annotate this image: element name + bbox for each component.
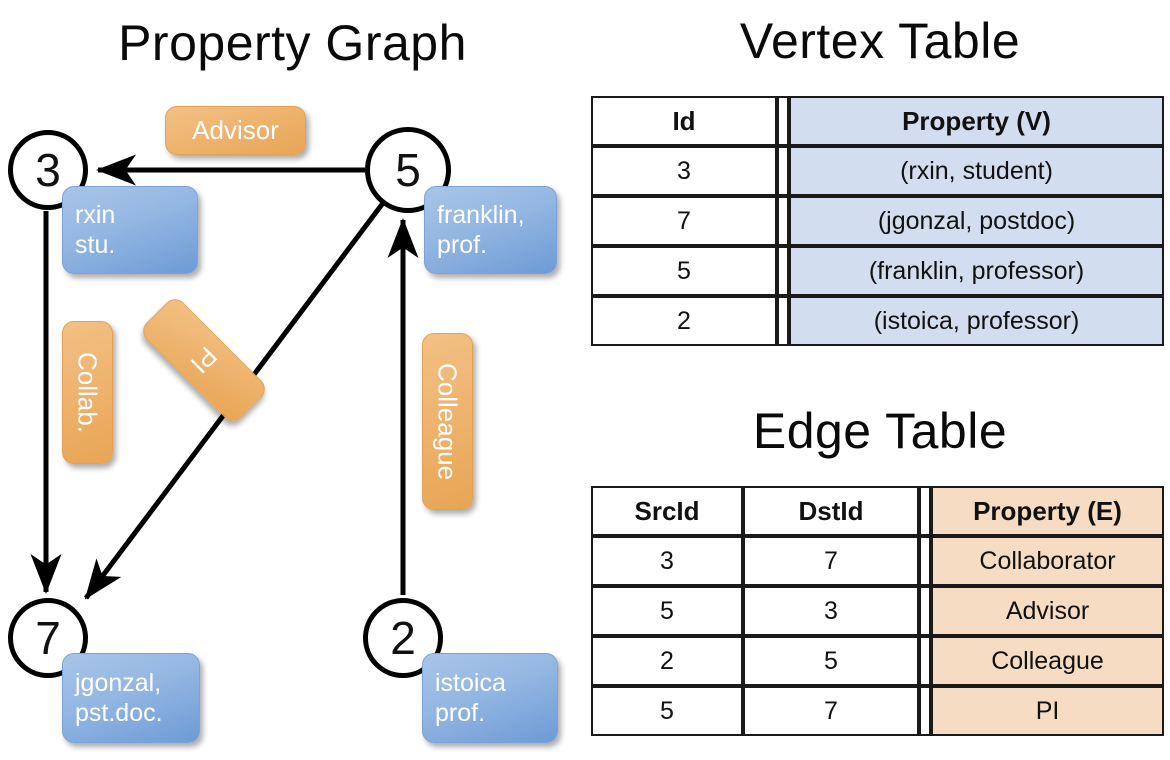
vertex-7-prop-line1: jgonzal, <box>75 668 162 697</box>
vertex-row-0-property: (rxin, student) <box>789 146 1164 196</box>
edge-label-colleague-text: Colleague <box>432 362 463 481</box>
edge-row-3-property: PI <box>931 686 1164 736</box>
vertex-property-box-3: rxin stu. <box>62 186 198 274</box>
graph-node-5-label: 5 <box>395 144 421 196</box>
graph-node-7-label: 7 <box>35 612 61 664</box>
table-row: 3 (rxin, student) <box>591 146 1164 196</box>
property-graph-diagram: 3 5 7 2 rxin stu. franklin, prof. jgonza… <box>8 106 558 743</box>
edge-table-col-dstid: DstId <box>743 486 919 536</box>
edge-row-1-gap <box>919 586 931 636</box>
edge-label-pi-text: PI <box>184 340 224 380</box>
vertex-7-prop-line2: pst.doc. <box>75 699 163 727</box>
vertex-row-3-id: 2 <box>591 296 777 346</box>
vertex-row-1-gap <box>777 196 789 246</box>
vertex-row-1-id: 7 <box>591 196 777 246</box>
vertex-5-prop-line1: franklin, <box>437 200 525 229</box>
edge-row-0-src: 3 <box>591 536 743 586</box>
vertex-table-column-gap <box>777 96 789 146</box>
table-row: 2 5 Colleague <box>591 636 1164 686</box>
vertex-row-2-property: (franklin, professor) <box>789 246 1164 296</box>
vertex-5-prop-line2: prof. <box>437 231 488 259</box>
vertex-property-box-2: istoica prof. <box>422 653 558 743</box>
edge-row-1-src: 5 <box>591 586 743 636</box>
vertex-property-box-7: jgonzal, pst.doc. <box>62 653 200 743</box>
page-title-edge-table: Edge Table <box>752 403 1008 459</box>
graph-node-2[interactable]: 2 <box>363 598 443 678</box>
vertex-row-2-gap <box>777 246 789 296</box>
edge-label-colleague: Colleague <box>422 333 473 510</box>
table-row: 5 3 Advisor <box>591 586 1164 636</box>
edge-row-2-gap <box>919 636 931 686</box>
graph-node-2-label: 2 <box>390 612 416 664</box>
graph-node-5[interactable]: 5 <box>365 127 451 213</box>
table-row: 5 7 PI <box>591 686 1164 736</box>
edge-row-0-property: Collaborator <box>931 536 1164 586</box>
edge-label-collab-text: Collab. <box>72 352 103 433</box>
vertex-table: Id Property (V) 3 (rxin, student) 7 (jgo… <box>591 96 1164 346</box>
edge-table-column-gap <box>919 486 931 536</box>
table-row: 7 (jgonzal, postdoc) <box>591 196 1164 246</box>
edge-row-1-dst: 3 <box>743 586 919 636</box>
edge-table: SrcId DstId Property (E) 3 7 Collaborato… <box>591 486 1164 736</box>
edge-row-2-src: 2 <box>591 636 743 686</box>
edge-table-col-property: Property (E) <box>931 486 1164 536</box>
edge-row-2-dst: 5 <box>743 636 919 686</box>
vertex-property-box-5: franklin, prof. <box>424 186 557 274</box>
vertex-row-3-property: (istoica, professor) <box>789 296 1164 346</box>
edge-row-0-dst: 7 <box>743 536 919 586</box>
vertex-row-0-gap <box>777 146 789 196</box>
vertex-3-prop-line2: stu. <box>75 231 116 259</box>
edge-row-2-property: Colleague <box>931 636 1164 686</box>
edge-row-0-gap <box>919 536 931 586</box>
vertex-row-1-property: (jgonzal, postdoc) <box>789 196 1164 246</box>
table-row: 5 (franklin, professor) <box>591 246 1164 296</box>
edge-row-3-gap <box>919 686 931 736</box>
edge-label-advisor-text: Advisor <box>192 115 279 145</box>
page-title-property-graph: Property Graph <box>118 15 467 71</box>
table-row: 2 (istoica, professor) <box>591 296 1164 346</box>
edge-row-3-src: 5 <box>591 686 743 736</box>
table-row: 3 7 Collaborator <box>591 536 1164 586</box>
vertex-row-3-gap <box>777 296 789 346</box>
page-title-vertex-table: Vertex Table <box>739 13 1021 69</box>
vertex-row-0-id: 3 <box>591 146 777 196</box>
vertex-3-prop-line1: rxin <box>75 200 116 229</box>
vertex-table-col-id: Id <box>591 96 777 146</box>
edge-label-collab: Collab. <box>62 321 113 464</box>
vertex-table-col-property: Property (V) <box>789 96 1164 146</box>
graph-node-3-label: 3 <box>35 144 61 196</box>
edge-row-3-dst: 7 <box>743 686 919 736</box>
vertex-2-prop-line1: istoica <box>435 668 506 697</box>
edge-table-col-srcid: SrcId <box>591 486 743 536</box>
vertex-row-2-id: 5 <box>591 246 777 296</box>
edge-label-advisor: Advisor <box>165 106 306 155</box>
vertex-table-grid: Id Property (V) 3 (rxin, student) 7 (jgo… <box>591 96 1164 346</box>
edge-row-1-property: Advisor <box>931 586 1164 636</box>
vertex-table-header-row: Id Property (V) <box>591 96 1164 146</box>
edge-table-header-row: SrcId DstId Property (E) <box>591 486 1164 536</box>
vertex-2-prop-line2: prof. <box>435 699 486 727</box>
edge-table-grid: SrcId DstId Property (E) 3 7 Collaborato… <box>591 486 1164 736</box>
